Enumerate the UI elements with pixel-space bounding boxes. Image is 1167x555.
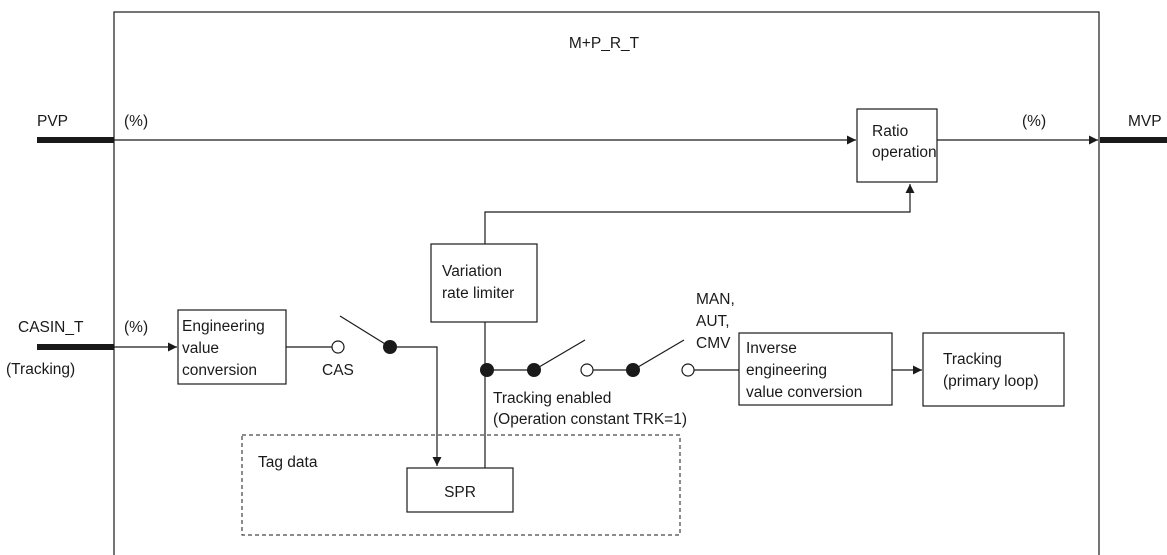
engineering-conversion-block	[177, 309, 287, 385]
tracking-enabled-label-1: Tracking enabled	[493, 390, 611, 407]
tracking-primary-loop-block	[922, 332, 1065, 407]
tag-data-region	[241, 434, 681, 536]
cas-switch-contact-open	[331, 340, 345, 354]
cas-switch-lever	[339, 315, 391, 348]
casin-unit: (%)	[124, 319, 148, 336]
ratio-operation-block	[856, 108, 938, 183]
engineering-label-2: value	[182, 340, 219, 357]
inverse-conversion-block	[738, 332, 893, 406]
limiter-to-ratio-line	[484, 184, 915, 244]
mode-label-aut: AUT,	[696, 313, 730, 330]
variation-label-1: Variation	[442, 263, 502, 280]
cas-to-spr-line	[390, 346, 442, 466]
spr-block	[406, 467, 514, 513]
function-block-title: M+P_R_T	[569, 35, 640, 52]
inverse-label-1: Inverse	[746, 340, 797, 357]
variation-label-2: rate limiter	[442, 285, 514, 302]
tag-data-label: Tag data	[258, 454, 318, 471]
tracking-label-2: (primary loop)	[943, 373, 1039, 390]
casin-note: (Tracking)	[6, 361, 75, 378]
mvp-unit: (%)	[1022, 113, 1046, 130]
tracking-switch-contact-open	[580, 363, 594, 377]
mode-switch-lever	[632, 339, 685, 371]
cas-label: CAS	[322, 362, 354, 379]
spr-label: SPR	[444, 484, 476, 501]
mvp-label: MVP	[1128, 113, 1162, 130]
ratio-operation-label-2: operation	[872, 144, 937, 161]
inverse-label-3: value conversion	[746, 384, 862, 401]
variation-rate-limiter-block	[430, 243, 538, 323]
tracking-switch-lever	[533, 339, 586, 371]
ratio-operation-label-1: Ratio	[872, 123, 908, 140]
pvp-unit: (%)	[124, 113, 148, 130]
engineering-label-1: Engineering	[182, 318, 265, 335]
function-block-frame	[113, 11, 1100, 555]
mode-label-cmv: CMV	[696, 335, 731, 352]
inverse-label-2: engineering	[746, 362, 827, 379]
mode-switch-contact-open	[681, 363, 695, 377]
tracking-label-1: Tracking	[943, 351, 1002, 368]
mode-label-man: MAN,	[696, 291, 735, 308]
engineering-label-3: conversion	[182, 362, 257, 379]
casin-label: CASIN_T	[18, 319, 84, 336]
tracking-enabled-label-2: (Operation constant TRK=1)	[493, 411, 687, 428]
pvp-label: PVP	[37, 113, 68, 130]
